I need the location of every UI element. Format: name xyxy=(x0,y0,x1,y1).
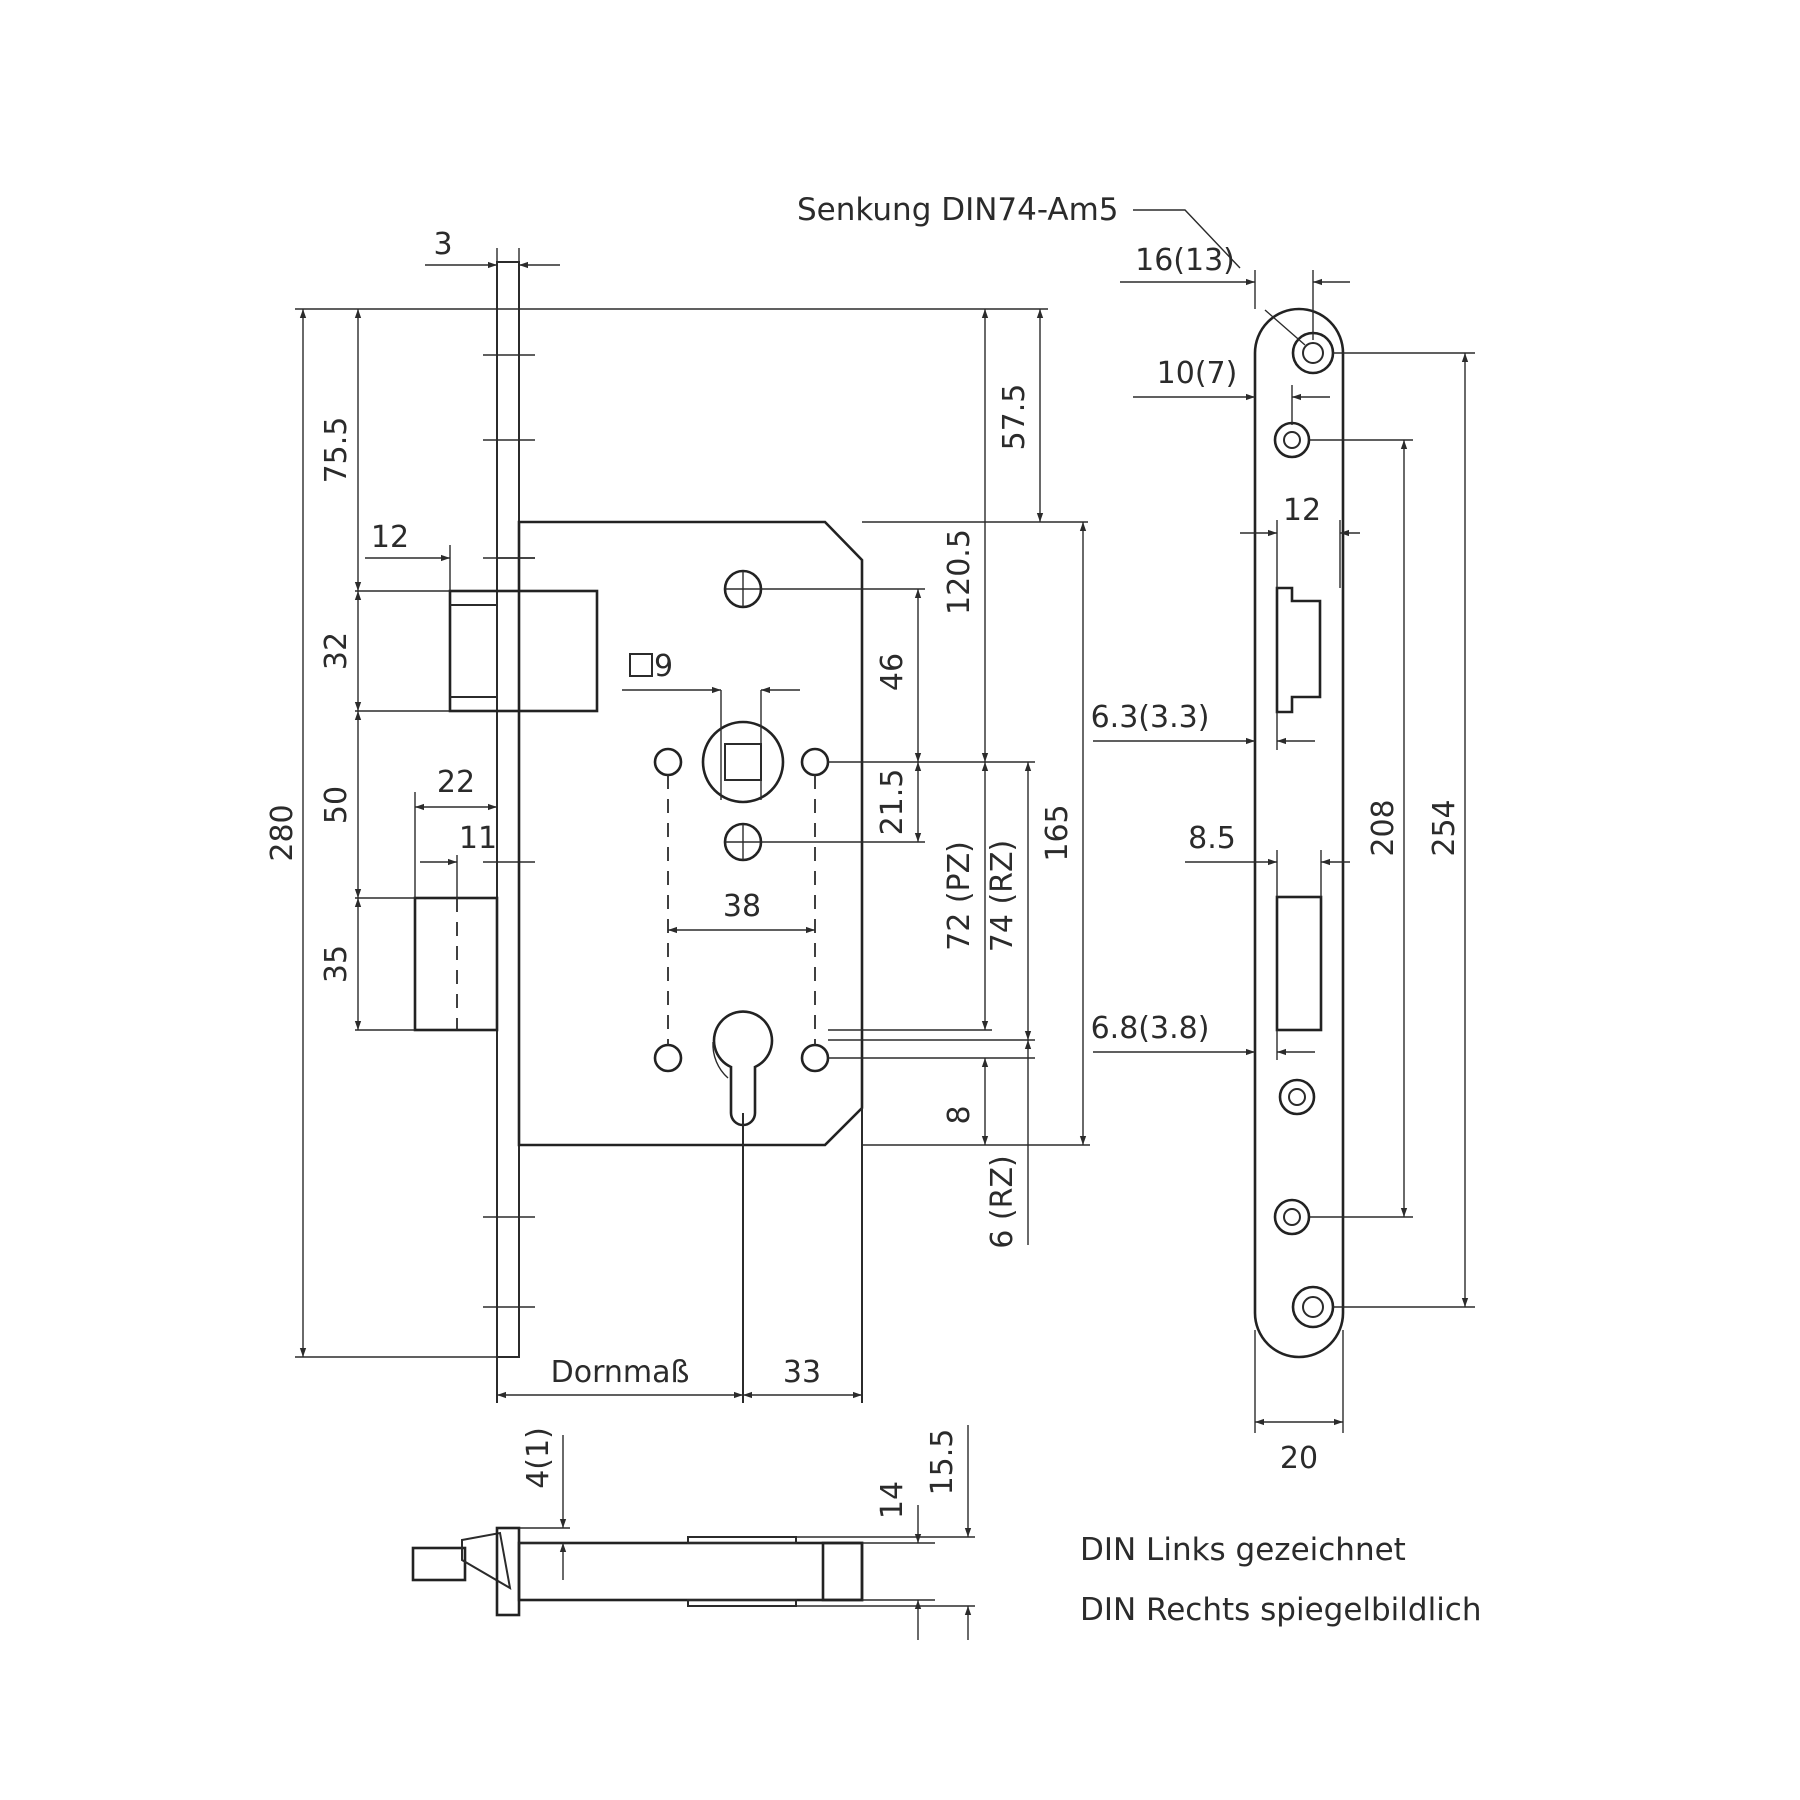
top-labels: 4(1) 14 15.5 xyxy=(521,1427,960,1519)
dim-72-pz: 72 (PZ) xyxy=(942,841,977,951)
dim-75-5: 75.5 xyxy=(319,417,354,484)
faceplate-screw-holes xyxy=(1273,331,1335,1329)
dim-6-8-3-8: 6.8(3.8) xyxy=(1091,1011,1210,1046)
dim-14: 14 xyxy=(875,1481,910,1519)
dim-74-rz: 74 (RZ) xyxy=(985,840,1020,953)
dim-21-5: 21.5 xyxy=(875,769,910,836)
faceplate-outline xyxy=(1253,307,1345,1359)
case-screw-holes xyxy=(653,569,830,1073)
lock-case xyxy=(517,520,864,1147)
dead-bolt xyxy=(413,896,499,1032)
dim-46: 46 xyxy=(875,653,910,691)
front-labels: 3 280 75.5 12 32 50 22 11 35 57.5 120.5 … xyxy=(265,227,1075,1390)
dim-50: 50 xyxy=(319,786,354,824)
dim-12-latch: 12 xyxy=(371,520,409,555)
dim-38: 38 xyxy=(723,889,761,924)
follower-hub xyxy=(701,690,785,804)
forend-plate xyxy=(496,261,520,1358)
top-dimensions xyxy=(519,1425,975,1640)
dim-10-7: 10(7) xyxy=(1157,356,1238,391)
front-view: 3 280 75.5 12 32 50 22 11 35 57.5 120.5 … xyxy=(265,227,1090,1403)
top-latch-stub xyxy=(411,1546,467,1582)
latch-opening xyxy=(1275,586,1322,714)
dim-8: 8 xyxy=(942,1105,977,1124)
faceplate-labels: 16(13) 10(7) 12 6.3(3.3) 8.5 6.8(3.8) 20… xyxy=(1091,243,1462,1476)
dim-254: 254 xyxy=(1427,799,1462,856)
dim-20: 20 xyxy=(1280,1441,1318,1476)
dim-32: 32 xyxy=(319,632,354,670)
note-din-right: DIN Rechts spiegelbildlich xyxy=(1080,1592,1482,1628)
cylinder-cutout xyxy=(712,1010,774,1127)
faceplate-dimensions xyxy=(1093,209,1475,1433)
dim-8-5: 8.5 xyxy=(1188,821,1236,856)
dim-280: 280 xyxy=(265,804,300,861)
dim-120-5: 120.5 xyxy=(942,529,977,615)
faceplate-view: 16(13) 10(7) 12 6.3(3.3) 8.5 6.8(3.8) 20… xyxy=(1091,209,1475,1476)
dim-165: 165 xyxy=(1040,804,1075,861)
dim-22: 22 xyxy=(437,765,475,800)
dim-57-5: 57.5 xyxy=(997,384,1032,451)
deadbolt-opening xyxy=(1275,895,1323,1032)
dim-3: 3 xyxy=(433,227,452,262)
top-view: 4(1) 14 15.5 xyxy=(411,1425,975,1640)
label-dornmass: Dornmaß xyxy=(551,1355,690,1390)
dim-6-3-3-3: 6.3(3.3) xyxy=(1091,700,1210,735)
front-dimensions xyxy=(295,248,1090,1399)
dim-11: 11 xyxy=(459,821,497,856)
dim-12-faceplate: 12 xyxy=(1283,493,1321,528)
square-symbol-icon xyxy=(629,653,653,677)
dim-208: 208 xyxy=(1366,799,1401,856)
dim-16-13: 16(13) xyxy=(1135,243,1235,278)
dim-square-9: 9 xyxy=(654,649,673,684)
dim-33: 33 xyxy=(783,1355,821,1390)
top-case xyxy=(517,1541,864,1602)
dim-4-1: 4(1) xyxy=(521,1427,556,1489)
dim-6-rz: 6 (RZ) xyxy=(985,1155,1020,1248)
note-countersink: Senkung DIN74-Am5 xyxy=(797,192,1119,228)
latch-bolt xyxy=(448,589,599,713)
note-din-left: DIN Links gezeichnet xyxy=(1080,1532,1406,1568)
dim-15-5: 15.5 xyxy=(925,1429,960,1496)
dim-35: 35 xyxy=(319,945,354,983)
